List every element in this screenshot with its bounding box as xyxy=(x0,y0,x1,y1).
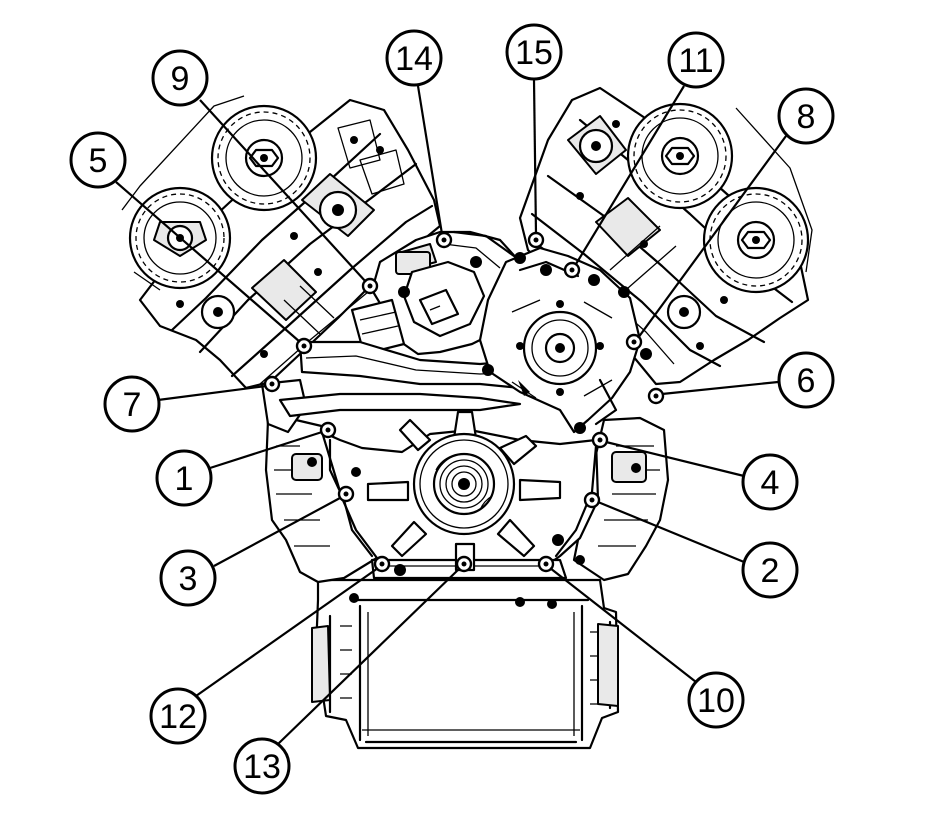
callout-label-2: 2 xyxy=(761,552,780,590)
leader-11 xyxy=(575,85,685,265)
leader-10 xyxy=(549,567,697,683)
left-cylinder-head xyxy=(138,98,442,390)
leader-lines xyxy=(115,79,787,745)
cover-bolt-bosses xyxy=(307,252,652,609)
bolt-5 xyxy=(295,337,313,355)
callout-label-6: 6 xyxy=(797,362,816,400)
bolt-8 xyxy=(625,333,643,351)
leader-6 xyxy=(661,380,779,396)
bolt-2 xyxy=(583,491,601,509)
bolt-9 xyxy=(361,277,379,295)
callout-7: 7 xyxy=(103,375,161,433)
callout-labels: 1 2 3 4 5 6 7 8 xyxy=(69,23,835,795)
bolt-1 xyxy=(319,421,337,439)
bolt-14 xyxy=(435,231,453,249)
leader-9 xyxy=(199,99,367,283)
bolt-10 xyxy=(537,555,555,573)
callout-label-11: 11 xyxy=(678,42,713,80)
engine-drawing xyxy=(121,86,813,750)
leader-1 xyxy=(209,430,323,470)
bolt-11 xyxy=(563,261,581,279)
callout-12: 12 xyxy=(149,687,207,745)
callout-label-9: 9 xyxy=(171,60,190,98)
leader-7 xyxy=(157,384,267,402)
callout-label-15: 15 xyxy=(515,34,553,72)
callout-label-8: 8 xyxy=(797,98,816,136)
callout-label-3: 3 xyxy=(179,560,198,598)
callout-label-12: 12 xyxy=(159,698,197,736)
callout-9: 9 xyxy=(151,49,209,107)
callout-label-10: 10 xyxy=(697,682,735,720)
leader-5 xyxy=(115,181,301,343)
leader-3 xyxy=(213,497,341,567)
callout-13: 13 xyxy=(233,737,291,795)
leader-2 xyxy=(597,500,745,564)
callout-15: 15 xyxy=(505,23,563,81)
water-pump xyxy=(478,246,642,434)
callout-14: 14 xyxy=(385,29,443,87)
callout-label-4: 4 xyxy=(761,464,780,502)
bolt-12 xyxy=(373,555,391,573)
leader-15 xyxy=(532,79,538,235)
water-outlet-housing xyxy=(260,230,562,434)
callout-4: 4 xyxy=(741,453,799,511)
callout-5: 5 xyxy=(69,131,127,189)
callout-label-7: 7 xyxy=(123,386,142,424)
bolt-13 xyxy=(455,555,473,573)
bolt-6 xyxy=(647,387,665,405)
oil-pan xyxy=(311,578,620,750)
callout-3: 3 xyxy=(159,549,217,607)
callout-label-13: 13 xyxy=(243,748,281,786)
leader-8 xyxy=(637,135,787,339)
callout-8: 8 xyxy=(777,87,835,145)
callout-label-14: 14 xyxy=(395,40,433,78)
callout-label-1: 1 xyxy=(175,460,194,498)
callout-6: 6 xyxy=(777,351,835,409)
bolt-locations xyxy=(263,231,665,573)
callout-1: 1 xyxy=(155,449,213,507)
callout-2: 2 xyxy=(741,541,799,599)
bolt-15 xyxy=(527,231,545,249)
callout-label-5: 5 xyxy=(89,142,108,180)
bolt-4 xyxy=(591,431,609,449)
right-camshaft-sprockets xyxy=(626,102,813,294)
crankshaft-balancer xyxy=(366,410,562,572)
callout-10: 10 xyxy=(687,671,745,729)
leader-4 xyxy=(605,440,745,478)
leader-12 xyxy=(195,567,379,697)
callout-11: 11 xyxy=(667,31,725,89)
bolt-7 xyxy=(263,375,281,393)
leader-13 xyxy=(277,567,461,745)
bolt-3 xyxy=(337,485,355,503)
leader-14 xyxy=(416,85,444,235)
